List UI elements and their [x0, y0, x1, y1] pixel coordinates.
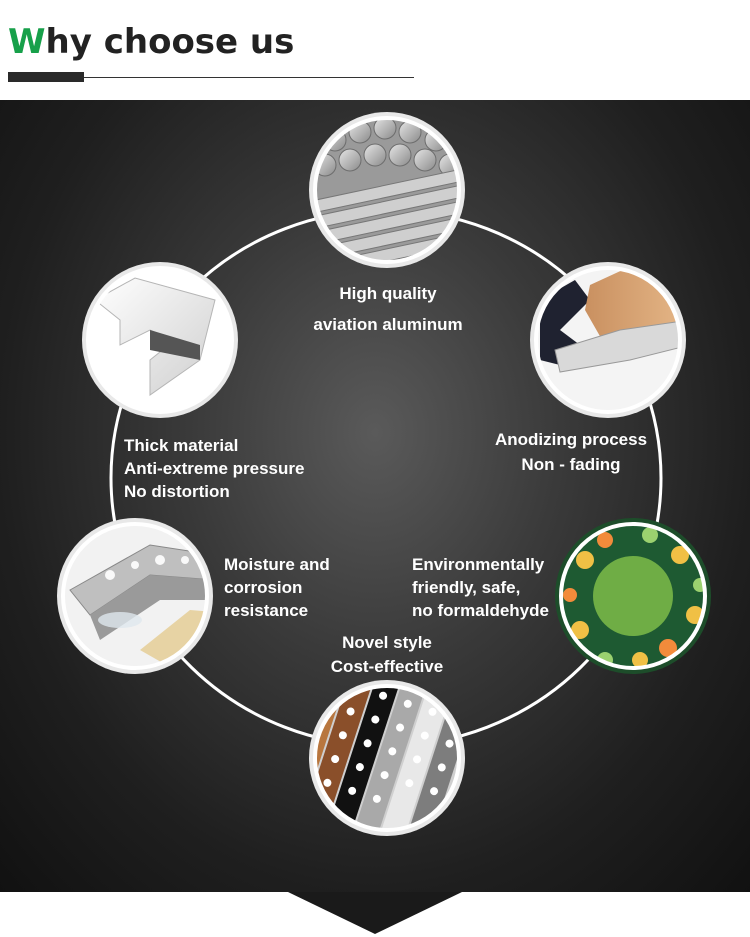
feature-line: No distortion [124, 482, 230, 501]
feature-line: aviation aluminum [313, 315, 463, 334]
feature-line: High quality [339, 284, 437, 303]
feature-line: Environmentally [412, 555, 545, 574]
feature-label-novel: Novel style Cost-effective [315, 631, 459, 679]
feature-line: Cost-effective [330, 657, 444, 676]
tile-trims-water-image [57, 518, 213, 674]
feature-label-environment: Environmentally friendly, safe, no forma… [412, 553, 549, 622]
bottom-left-white [0, 892, 375, 937]
feature-line: Anodizing process [494, 430, 648, 449]
title-underline [8, 77, 414, 78]
header: Why choose us [0, 0, 750, 100]
feature-label-anodizing: Anodizing process Non - fading [486, 427, 656, 477]
feature-line: Novel style [342, 633, 432, 652]
feature-line: Thick material [124, 436, 239, 455]
title-underline-bar [8, 72, 84, 82]
page-title: Why choose us [8, 22, 294, 62]
feature-line: no formaldehyde [412, 601, 549, 620]
green-trees-image [555, 518, 711, 674]
feature-line: resistance [224, 601, 309, 620]
title-text: hy choose us [45, 22, 295, 62]
feature-label-moisture: Moisture and corrosion resistance [224, 553, 330, 622]
feature-label-thick: Thick material Anti-extreme pressure No … [124, 434, 304, 503]
feature-line: Moisture and [224, 555, 330, 574]
feature-line: friendly, safe, [412, 578, 521, 597]
aluminum-bars-image [309, 112, 465, 268]
feature-line: corrosion [224, 578, 303, 597]
feature-label-aluminum: High quality aviation aluminum [300, 278, 476, 340]
down-arrow-icon [288, 892, 462, 934]
anodized-profiles-image [530, 262, 686, 418]
feature-line: Anti-extreme pressure [124, 459, 305, 478]
perforated-trims-image [309, 680, 465, 836]
title-accent-letter: W [8, 22, 46, 62]
square-profile-image [82, 262, 238, 418]
bottom-right-white [375, 892, 750, 937]
feature-line: Non - fading [521, 455, 621, 474]
